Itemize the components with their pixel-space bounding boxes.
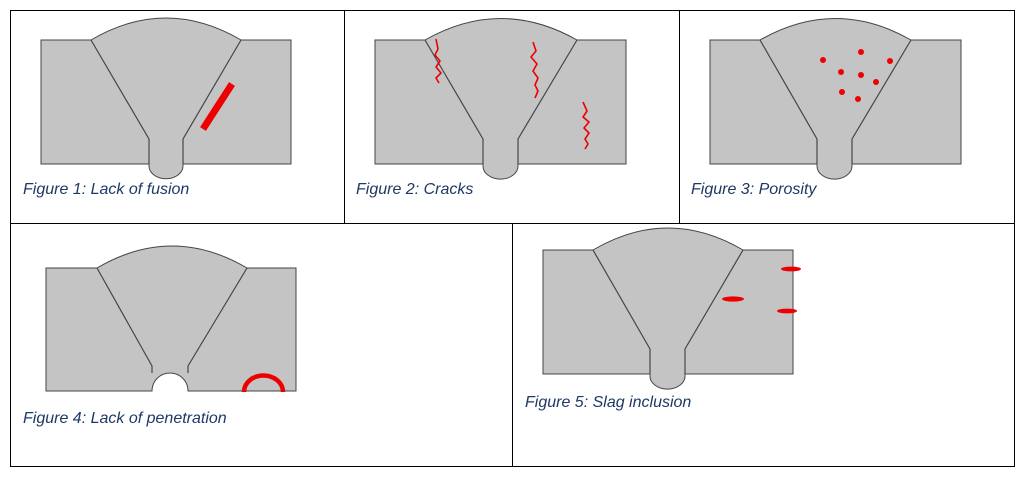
- figure-2-weld-diagram: [374, 18, 627, 180]
- pore-1: [858, 49, 864, 55]
- weld-cross-section: [542, 227, 794, 390]
- weld-cross-section: [709, 18, 962, 180]
- figure-5-weld-diagram: [542, 227, 801, 390]
- figure-2-caption: Figure 2: Cracks: [356, 181, 474, 198]
- pore-5: [858, 72, 864, 78]
- figure-1-cell: Figure 1: Lack of fusion: [11, 11, 344, 223]
- figure-3-weld-diagram: [709, 18, 962, 180]
- lack-of-fusion-defect: [200, 82, 235, 131]
- pore-3: [887, 58, 893, 64]
- figure-4-cell: Figure 4: Lack of penetration: [11, 224, 512, 467]
- figure-1-caption: Figure 1: Lack of fusion: [23, 181, 190, 198]
- fusion-line: [90, 39, 242, 164]
- fusion-line: [759, 39, 912, 164]
- pore-7: [839, 89, 845, 95]
- figure-3-cell: Figure 3: Porosity: [680, 11, 1014, 223]
- figure-5-cell: Figure 5: Slag inclusion: [513, 224, 1014, 467]
- weld-cross-section: [374, 18, 627, 180]
- weld-cross-section: [40, 17, 292, 180]
- weld-cross-section: [45, 245, 297, 392]
- crack-center: [530, 41, 539, 99]
- figure-1-weld-diagram: [40, 17, 292, 180]
- pore-6: [873, 79, 879, 85]
- slag-2: [781, 266, 801, 272]
- lack-of-penetration-defect: [241, 373, 286, 393]
- pore-4: [838, 69, 844, 75]
- figure-4-weld-diagram: [45, 245, 297, 393]
- crack-left: [434, 38, 442, 84]
- fusion-line: [592, 249, 744, 374]
- fusion-line: [96, 267, 248, 373]
- slag-1: [722, 296, 744, 302]
- crack-right: [582, 101, 590, 150]
- figure-5-caption: Figure 5: Slag inclusion: [525, 394, 692, 411]
- figure-4-caption: Figure 4: Lack of penetration: [23, 410, 227, 427]
- pore-8: [855, 96, 861, 102]
- fusion-line: [424, 39, 578, 164]
- pore-2: [820, 57, 826, 63]
- column-divider-2: [679, 11, 680, 223]
- column-divider-1: [344, 11, 345, 223]
- figure-table: Figure 1: Lack of fusion Figure 2: Crack…: [10, 10, 1015, 467]
- figure-3-caption: Figure 3: Porosity: [691, 181, 817, 198]
- column-divider-3: [512, 223, 513, 467]
- slag-3: [777, 308, 797, 314]
- figure-2-cell: Figure 2: Cracks: [345, 11, 679, 223]
